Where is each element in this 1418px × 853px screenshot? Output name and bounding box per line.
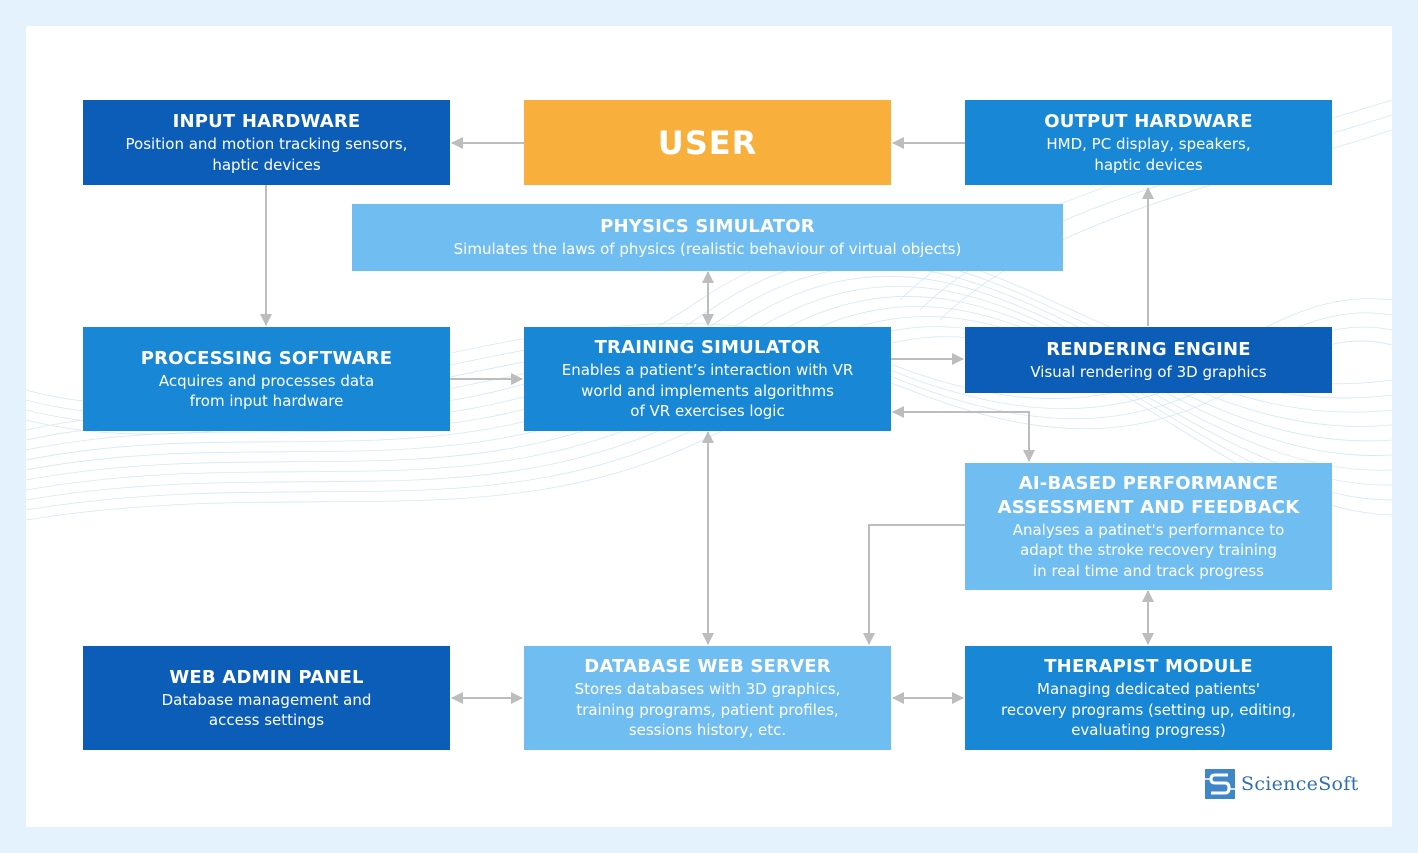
user-box: USER [524,100,891,185]
arrow-training-ai [892,406,1035,462]
ai-assessment-desc-line-2: adapt the stroke recovery training [1020,541,1277,560]
output-hardware-desc-line-1: HMD, PC display, speakers, [1046,135,1251,153]
therapist-module-desc-line-3: evaluating progress) [1071,721,1226,740]
sciencesoft-logo: ScienceSoft [1205,768,1359,800]
training-simulator-title: TRAINING SIMULATOR [594,337,821,359]
database-web-server-title: DATABASE WEB SERVER [584,656,831,678]
input-hardware-title: INPUT HARDWARE [172,111,361,132]
therapist-module-box: THERAPIST MODULE Managing dedicated pati… [965,646,1332,750]
web-admin-panel-title: WEB ADMIN PANEL [169,666,364,688]
database-web-server-desc-line-1: Stores databases with 3D graphics, [574,680,841,699]
rendering-engine-desc: Visual rendering of 3D graphics [1030,362,1267,381]
web-admin-panel-desc-line-2: access settings [208,711,325,729]
processing-software-title: PROCESSING SOFTWARE [140,347,393,369]
database-web-server-desc-line-3: sessions history, etc. [628,721,787,740]
physics-simulator-box: PHYSICS SIMULATOR Simulates the laws of … [352,204,1063,271]
database-web-server-box: DATABASE WEB SERVER Stores databases wit… [524,646,891,750]
therapist-module-desc-line-1: Managing dedicated patients' [1037,680,1260,699]
input-hardware-desc-line-1: Position and motion tracking sensors, [125,135,408,153]
sciencesoft-logo-name: ScienceSoft [1241,773,1359,795]
processing-software-desc-line-2: from input hardware [189,392,344,410]
input-hardware-box: INPUT HARDWARE Position and motion track… [83,100,450,185]
training-simulator-desc-line-2: world and implements algorithms [581,381,834,400]
web-admin-panel-box: WEB ADMIN PANEL Database management and … [83,646,450,750]
training-simulator-desc-line-1: Enables a patient’s interaction with VR [561,361,854,380]
processing-software-desc-line-1: Acquires and processes data [158,371,375,390]
output-hardware-desc-line-2: haptic devices [1094,155,1203,174]
ai-assessment-desc-line-3: in real time and track progress [1033,561,1264,580]
training-simulator-desc-line-3: of VR exercises logic [630,402,785,421]
user-title: USER [657,123,758,162]
therapist-module-desc-line-2: recovery programs (setting up, editing, [1001,700,1296,719]
rendering-engine-box: RENDERING ENGINE Visual rendering of 3D … [965,327,1332,393]
physics-simulator-desc: Simulates the laws of physics (realistic… [453,240,962,259]
input-hardware-desc-line-2: haptic devices [212,155,321,174]
therapist-module-title: THERAPIST MODULE [1044,656,1253,678]
training-simulator-box: TRAINING SIMULATOR Enables a patient’s i… [524,327,891,431]
web-admin-panel-desc-line-1: Database management and [161,690,372,709]
ai-assessment-desc-line-1: Analyses a patinet's performance to [1012,520,1285,539]
database-web-server-desc-line-2: training programs, patient profiles, [576,700,839,719]
ai-assessment-box: AI-BASED PERFORMANCE ASSESSMENT AND FEED… [965,463,1332,590]
ai-assessment-title-line-1: AI-BASED PERFORMANCE [1018,472,1279,494]
arrow-ai-to-database [863,524,965,645]
rendering-engine-title: RENDERING ENGINE [1046,338,1251,360]
physics-simulator-title: PHYSICS SIMULATOR [600,216,815,238]
ai-assessment-title-line-2: ASSESSMENT AND FEEDBACK [997,496,1300,518]
sciencesoft-logo-icon [1205,769,1235,799]
output-hardware-box: OUTPUT HARDWARE HMD, PC display, speaker… [965,100,1332,185]
processing-software-box: PROCESSING SOFTWARE Acquires and process… [83,327,450,431]
output-hardware-title: OUTPUT HARDWARE [1044,111,1253,132]
